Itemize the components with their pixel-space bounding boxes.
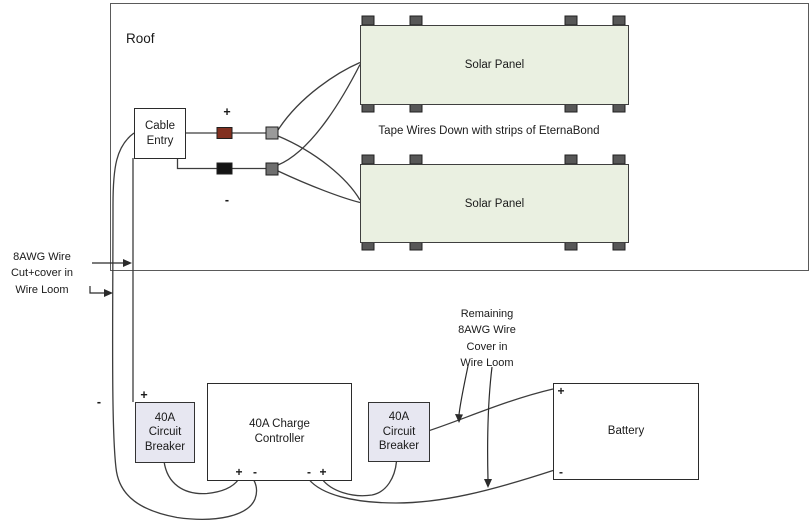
tape-note: Tape Wires Down with strips of EternaBon…	[378, 125, 600, 137]
wire-minus-entry-drop	[176, 157, 217, 170]
solar-panel-2: Solar Panel	[360, 164, 629, 243]
panel1-mounting-foot	[564, 15, 578, 26]
panel1-mounting-foot	[612, 15, 626, 26]
remaining-note-curved-arrow-line	[458, 365, 469, 416]
left-note-arrow-lower-head	[104, 289, 113, 297]
breaker2-label-line1: 40A	[388, 411, 410, 424]
solar-panel-1: Solar Panel	[360, 25, 629, 105]
wire-controller-to-battery-minus	[308, 469, 554, 504]
remaining-wire-note-line2: 8AWG Wire	[458, 324, 516, 337]
breaker1-label-line1: 40A	[154, 411, 176, 424]
battery-box: Battery	[553, 383, 699, 480]
minus-wire-black-connector	[216, 162, 233, 175]
wire-minus-to-panel2	[277, 170, 361, 204]
wire-plus-to-panel2	[277, 135, 361, 201]
plus-wire-gray-connector	[265, 126, 279, 140]
remaining-note-straight-arrow-head	[484, 479, 492, 488]
remaining-wire-note-line4: Wire Loom	[460, 356, 514, 369]
wire-pv-minus-run	[111, 132, 258, 520]
wire-breaker1-to-controller-plus	[163, 460, 240, 495]
panel2-mounting-foot	[361, 154, 375, 165]
remaining-wire-note-line3: Cover in	[466, 340, 508, 353]
left-wire-note-line2: Cut+cover in	[10, 267, 74, 280]
left-note-arrow-lower-line	[89, 286, 105, 294]
breaker1-label-line3: Breaker	[144, 440, 186, 453]
panel2-mounting-foot	[409, 154, 423, 165]
battery-minus-terminal: -	[559, 465, 563, 479]
wire-controller-to-breaker2	[321, 461, 398, 497]
panel1-mounting-foot	[361, 15, 375, 26]
remaining-wire-note-line1: Remaining	[460, 308, 514, 320]
controller-left-plus-terminal: +	[235, 465, 243, 479]
panel2-mounting-foot	[612, 154, 626, 165]
circuit-breaker-1: 40A Circuit Breaker	[135, 402, 195, 463]
solar-panel-2-label: Solar Panel	[464, 197, 525, 210]
breaker1-plus-mark: +	[140, 388, 148, 402]
plus-wire-red-connector	[216, 127, 233, 139]
breaker1-label-line2: Circuit	[148, 426, 182, 439]
minus-wire-gray-connector	[265, 162, 279, 176]
controller-right-minus-terminal: -	[307, 465, 311, 479]
battery-label: Battery	[607, 425, 645, 437]
left-wire-note: 8AWG Wire Cut+cover in Wire Loom	[11, 249, 73, 298]
breaker2-label-line2: Circuit	[382, 425, 416, 438]
battery-plus-terminal: +	[557, 384, 565, 398]
roof-plus-mark: +	[223, 105, 231, 119]
controller-label-line2: Controller	[254, 433, 305, 445]
left-wire-note-line1: 8AWG Wire	[13, 251, 71, 263]
left-wire-note-line3: Wire Loom	[15, 283, 69, 296]
wire-minus-to-panel1	[277, 64, 361, 166]
remaining-note-curved-arrow-head	[455, 414, 463, 423]
cable-entry-label-line1: Cable	[144, 119, 176, 132]
pv-minus-mark: -	[96, 395, 102, 409]
cable-entry-box: Cable Entry	[134, 108, 186, 159]
wire-plus-to-panel1	[277, 61, 361, 131]
controller-left-minus-terminal: -	[253, 465, 257, 479]
breaker2-label-line3: Breaker	[378, 440, 420, 453]
remaining-note-straight-arrow-line	[487, 366, 493, 481]
roof-minus-mark: -	[224, 193, 230, 207]
circuit-breaker-2: 40A Circuit Breaker	[368, 402, 430, 462]
charge-controller: 40A Charge Controller	[207, 383, 352, 481]
wire-breaker2-to-battery-plus	[427, 388, 554, 432]
panel1-mounting-foot	[409, 15, 423, 26]
controller-right-plus-terminal: +	[319, 465, 327, 479]
left-note-arrow-upper-head	[123, 259, 132, 267]
roof-label: Roof	[126, 31, 155, 46]
cable-entry-label-line2: Entry	[146, 134, 174, 147]
remaining-wire-note: Remaining 8AWG Wire Cover in Wire Loom	[458, 306, 516, 371]
controller-label-line1: 40A Charge	[249, 418, 310, 430]
panel2-mounting-foot	[564, 154, 578, 165]
solar-panel-1-label: Solar Panel	[464, 59, 525, 71]
